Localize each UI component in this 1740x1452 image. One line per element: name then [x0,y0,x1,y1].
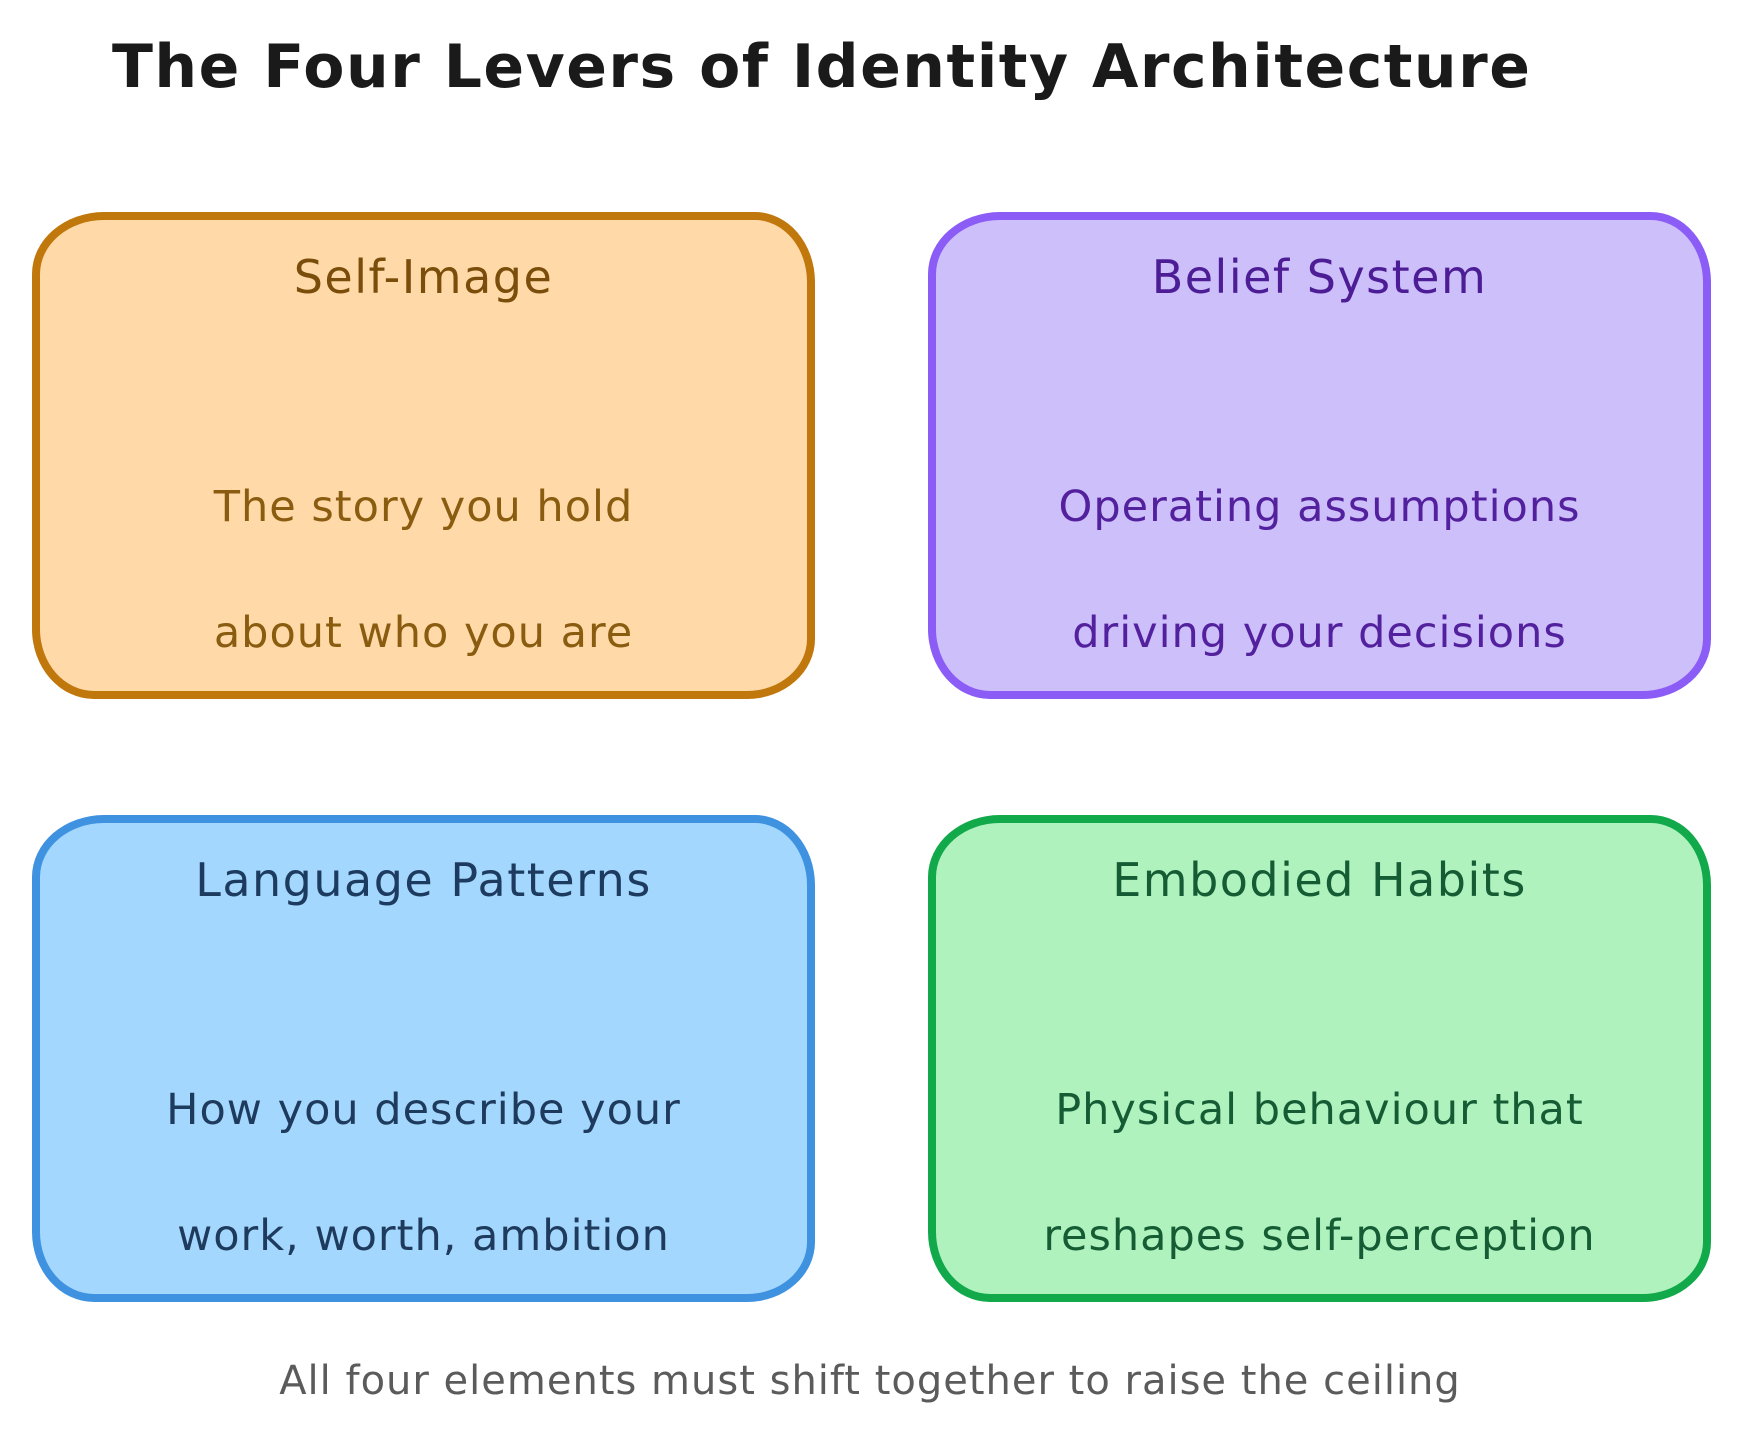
card-description-line: work, worth, ambition [177,1211,670,1261]
card-description-line: Operating assumptions [1058,482,1581,532]
card-description-line: reshapes self-perception [1043,1211,1596,1261]
card-description-line: driving your decisions [1072,608,1567,658]
card-belief-system: Belief System Operating assumptions driv… [928,212,1711,699]
card-description-line: Physical behaviour that [1055,1085,1584,1135]
card-description-line: How you describe your [166,1085,681,1135]
card-description-line: about who you are [213,608,634,658]
card-title-self-image: Self-Image [293,250,554,304]
card-self-image: Self-Image The story you hold about who … [32,212,815,699]
card-embodied-habits: Embodied Habits Physical behaviour that … [928,815,1711,1302]
card-title-embodied-habits: Embodied Habits [1112,853,1527,907]
card-title-language-patterns: Language Patterns [195,853,652,907]
footer-caption: All four elements must shift together to… [279,1358,1461,1404]
card-title-belief-system: Belief System [1151,250,1488,304]
card-description-line: The story you hold [213,482,634,532]
card-language-patterns: Language Patterns How you describe your … [32,815,815,1302]
diagram-title: The Four Levers of Identity Architecture [112,32,1532,102]
